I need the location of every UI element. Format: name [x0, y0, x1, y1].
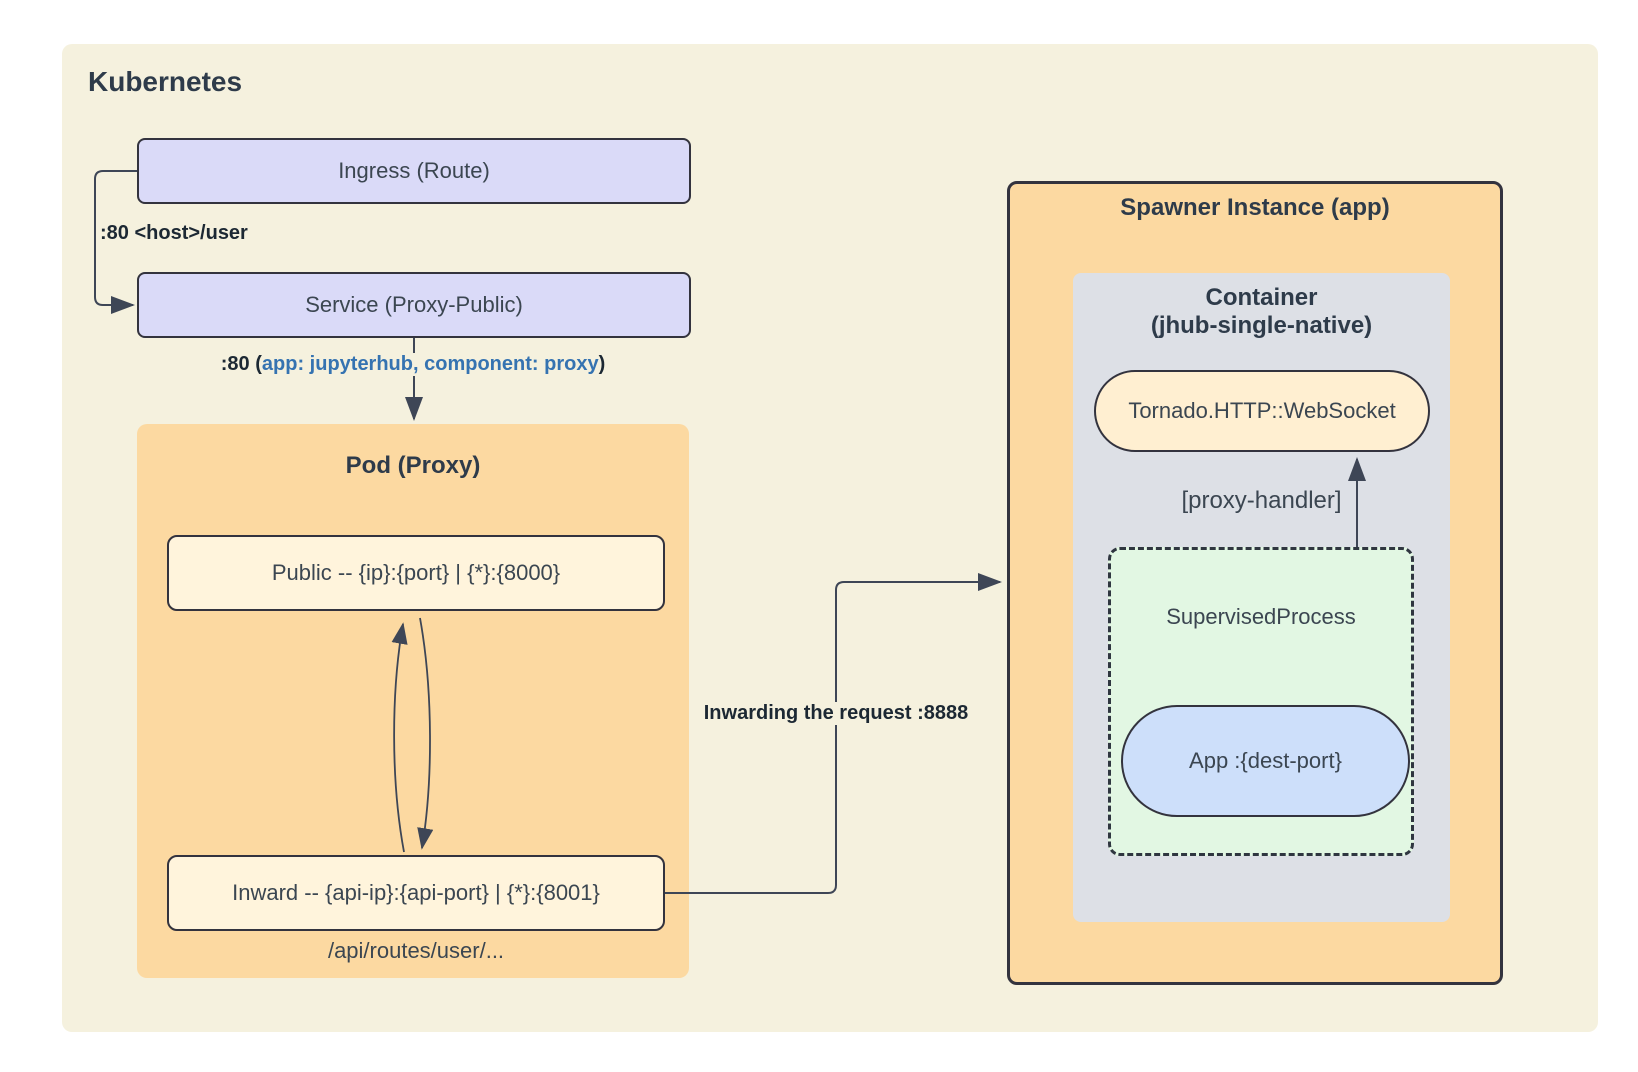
tornado-websocket-node: Tornado.HTTP::WebSocket [1094, 370, 1430, 452]
kubernetes-title: Kubernetes [88, 66, 243, 97]
ingress-node: Ingress (Route) [137, 138, 691, 204]
public-node: Public -- {ip}:{port} | {*}:{8000} [167, 535, 665, 611]
spawner-instance-title: Spawner Instance (app) [1120, 194, 1390, 221]
container-title-line1: Container [1205, 284, 1318, 311]
container-title-line2: (jhub-single-native) [1150, 312, 1373, 339]
proxy-handler-label: [proxy-handler] [1181, 487, 1342, 514]
supervised-process-label: SupervisedProcess [1166, 604, 1356, 629]
container-box-title: Container (jhub-single-native) [1073, 284, 1450, 340]
edge-label-host-user: :80 <host>/user [97, 222, 251, 245]
edge-label-selector-prefix: :80 ( [220, 353, 262, 375]
app-dest-port-node: App :{dest-port} [1121, 705, 1410, 817]
routes-note: /api/routes/user/... [327, 938, 505, 963]
inward-node: Inward -- {api-ip}:{api-port} | {*}:{800… [167, 855, 665, 931]
service-node: Service (Proxy-Public) [137, 272, 691, 338]
edge-label-selector: :80 (app: jupyterhub, component: proxy) [217, 353, 609, 376]
pod-proxy-title: Pod (Proxy) [345, 452, 481, 479]
edge-label-inwarding-request: Inwarding the request :8888 [700, 702, 972, 725]
edge-label-selector-blue: app: jupyterhub, component: proxy [261, 353, 599, 375]
edge-label-selector-suffix: ) [598, 353, 606, 375]
